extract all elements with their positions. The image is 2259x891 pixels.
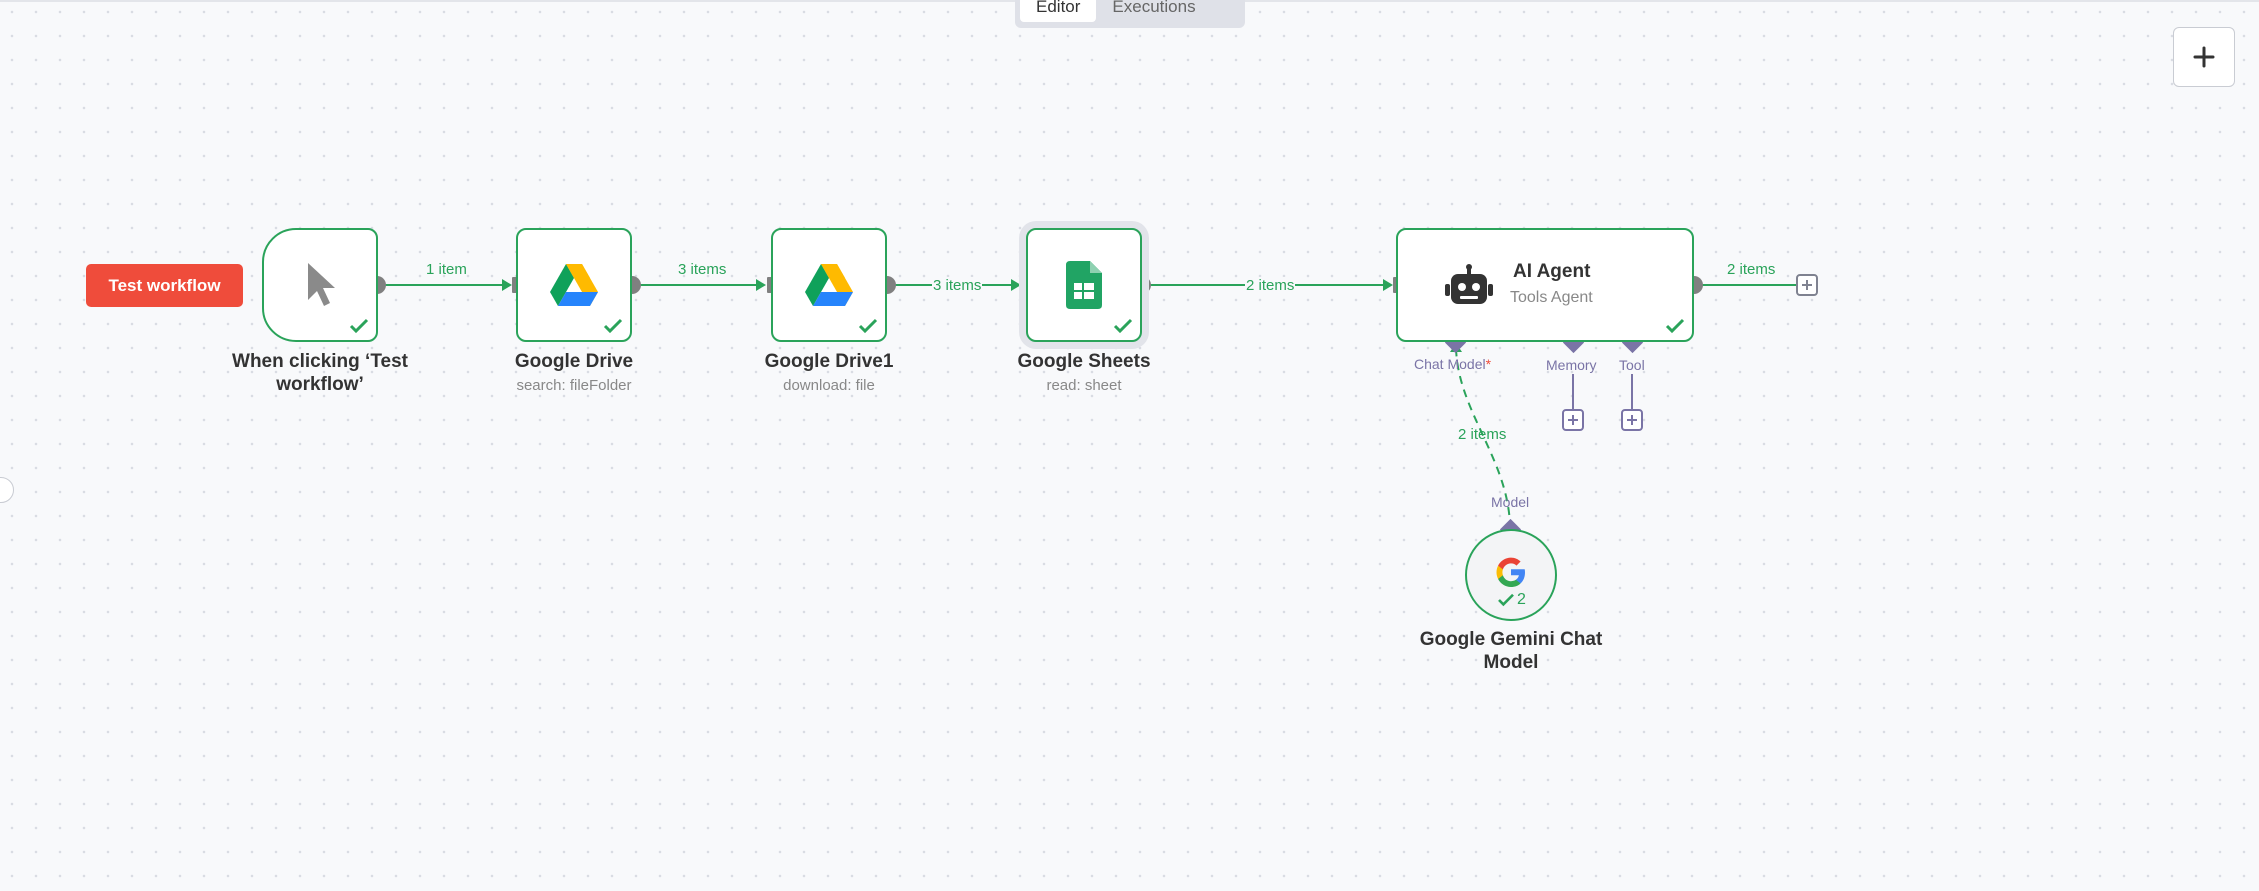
node-google-gemini-chat-model[interactable]: 2 bbox=[1465, 529, 1557, 621]
node-manual-trigger[interactable] bbox=[262, 228, 378, 342]
google-sheets-icon bbox=[1066, 261, 1102, 309]
port-label-memory: Memory bbox=[1546, 357, 1597, 373]
arrow-head bbox=[756, 279, 766, 291]
google-drive-icon bbox=[550, 264, 598, 306]
robot-icon bbox=[1445, 264, 1493, 304]
node-subtitle-ai-agent: Tools Agent bbox=[1510, 289, 1593, 306]
edge-label-drive-drive1: 3 items bbox=[678, 261, 727, 278]
plus-icon bbox=[2193, 46, 2215, 68]
node-title-google-drive1: Google Drive1 bbox=[764, 351, 894, 372]
node-title-google-drive: Google Drive bbox=[514, 351, 634, 372]
add-next-node-button[interactable] bbox=[1796, 274, 1818, 296]
node-google-sheets[interactable] bbox=[1026, 228, 1142, 342]
node-subtitle-google-sheets: read: sheet bbox=[1046, 377, 1122, 394]
edge-label-trigger-drive: 1 item bbox=[426, 261, 467, 278]
arrow-head bbox=[1383, 279, 1393, 291]
edge-gemini-agent bbox=[1455, 344, 1511, 530]
node-google-drive[interactable] bbox=[516, 228, 632, 342]
tab-executions[interactable]: Executions bbox=[1112, 0, 1196, 16]
run-count-badge: 2 bbox=[1497, 591, 1526, 609]
node-ai-agent[interactable] bbox=[1396, 228, 1694, 342]
success-check-icon bbox=[349, 318, 369, 334]
add-memory-button[interactable] bbox=[1562, 409, 1584, 431]
success-check-icon bbox=[1113, 318, 1133, 334]
node-subtitle-google-drive: search: fileFolder bbox=[516, 377, 632, 394]
edge-label-drive1-sheets: 3 items bbox=[932, 277, 983, 294]
test-workflow-button[interactable]: Test workflow bbox=[86, 264, 243, 307]
node-subtitle-google-drive1: download: file bbox=[783, 377, 875, 394]
edge-label-agent-output: 2 items bbox=[1727, 261, 1776, 278]
cursor-pointer-icon bbox=[308, 263, 335, 306]
arrow-head bbox=[502, 279, 512, 291]
success-check-icon bbox=[1498, 593, 1514, 607]
success-check-icon bbox=[603, 318, 623, 334]
plus-icon bbox=[1627, 415, 1637, 425]
port-label-tool: Tool bbox=[1619, 357, 1645, 373]
node-title-ai-agent: AI Agent bbox=[1513, 261, 1591, 282]
view-tabs: Editor Executions bbox=[1015, 0, 1245, 28]
google-drive-icon bbox=[805, 264, 853, 306]
success-check-icon bbox=[858, 318, 878, 334]
tab-editor[interactable]: Editor bbox=[1020, 0, 1097, 22]
edge-label-sheets-agent: 2 items bbox=[1245, 277, 1296, 294]
edge-label-gemini-agent: 2 items bbox=[1458, 426, 1507, 443]
add-tool-button[interactable] bbox=[1621, 409, 1643, 431]
add-node-button[interactable] bbox=[2173, 27, 2235, 87]
plus-icon bbox=[1568, 415, 1578, 425]
arrow-head bbox=[1011, 279, 1021, 291]
plus-icon bbox=[1802, 280, 1812, 290]
node-title-gemini: Google Gemini Chat Model bbox=[1419, 629, 1603, 673]
success-check-icon bbox=[1665, 318, 1685, 334]
google-g-icon bbox=[1496, 557, 1525, 587]
node-title-google-sheets: Google Sheets bbox=[1017, 351, 1151, 372]
node-title-trigger: When clicking ‘Test workflow’ bbox=[232, 351, 408, 395]
port-label-chat-model: Chat Model* bbox=[1414, 356, 1492, 372]
port-label-model: Model bbox=[1491, 494, 1530, 510]
node-google-drive1[interactable] bbox=[771, 228, 887, 342]
run-count: 2 bbox=[1517, 591, 1526, 608]
